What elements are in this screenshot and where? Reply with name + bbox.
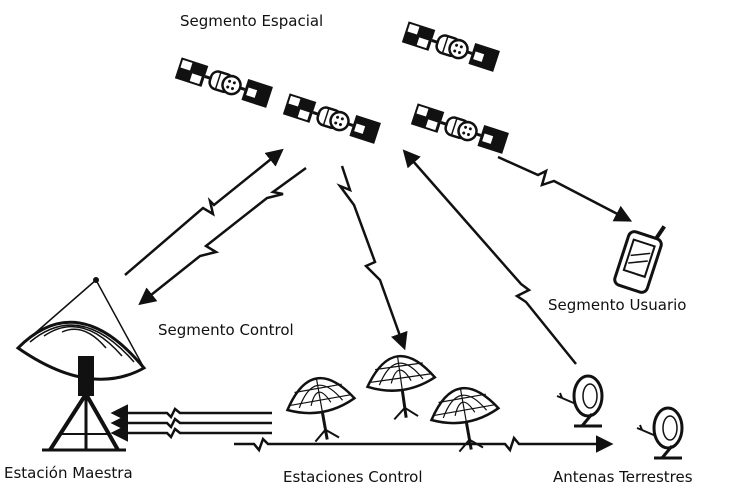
satellite-icon [173, 55, 275, 110]
satellite-dish-icon [362, 350, 442, 424]
ground-line-arrow-icon [234, 435, 614, 453]
satellite-icon [281, 91, 383, 146]
small-dish-antenna-icon [635, 406, 684, 460]
uplink-arrow-icon [124, 148, 284, 276]
control-segment-label: Segmento Control [158, 321, 294, 339]
control-stations-label: Estaciones Control [283, 468, 423, 486]
ground-antennas-label: Antenas Terrestres [553, 468, 693, 486]
downlink-arrow-icon [138, 166, 307, 306]
antenna-uplink-arrow-icon [402, 149, 577, 365]
mobile-receiver-icon [613, 225, 666, 294]
user-link-arrow-icon [497, 155, 633, 222]
satellite-icon [409, 101, 511, 156]
ground-link-arrow-icon [110, 414, 272, 432]
control-downlink-arrow-icon [336, 165, 408, 351]
user-segment-label: Segmento Usuario [548, 296, 686, 314]
satellite-icon [400, 19, 502, 74]
satellite-dish-icon [281, 371, 363, 447]
space-segment-label: Segmento Espacial [180, 12, 323, 30]
small-dish-antenna-icon [555, 374, 604, 428]
ground-link-arrow-icon [110, 424, 272, 442]
ground-link-arrow-icon [110, 404, 272, 422]
master-station-label: Estación Maestra [4, 464, 133, 482]
